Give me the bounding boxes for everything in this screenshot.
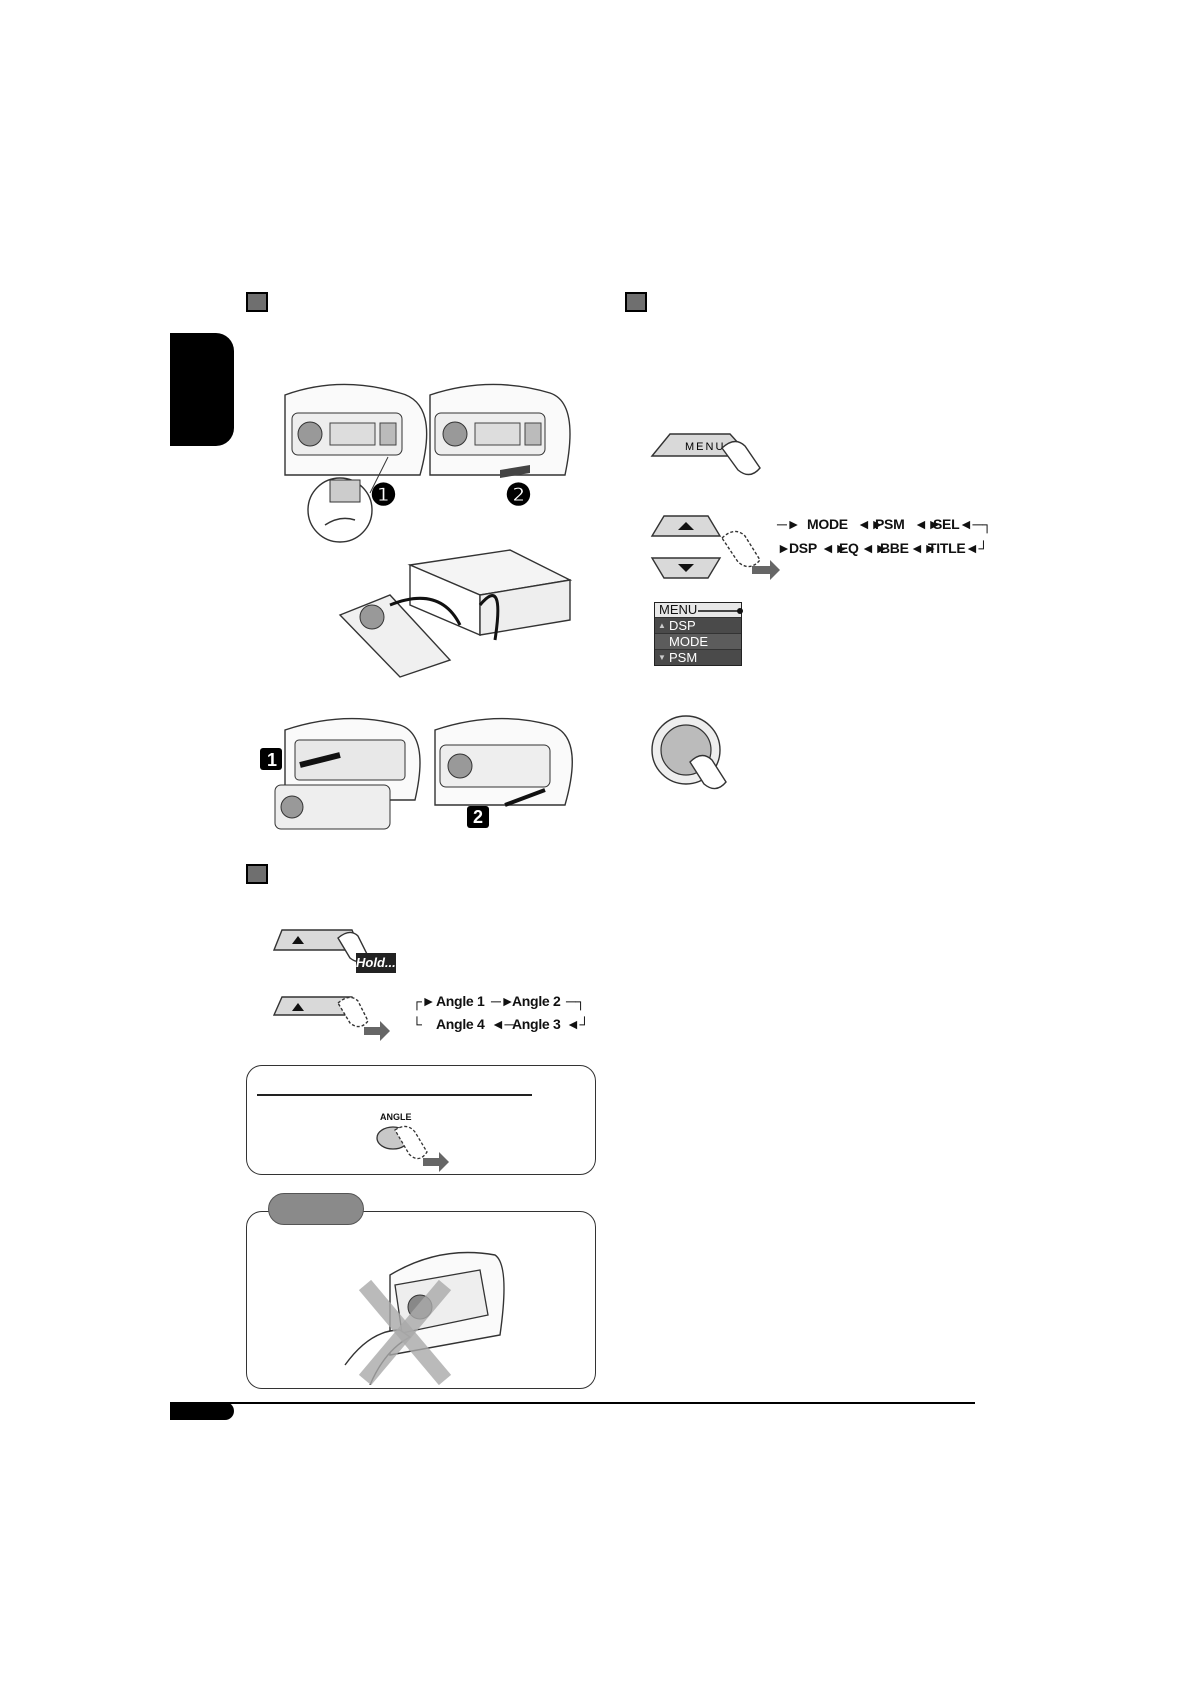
- attach-step-2-label: 2: [473, 807, 483, 827]
- seq-dsp: DSP: [789, 540, 817, 556]
- seq-title: TITLE: [928, 540, 966, 556]
- caution-label-pill: [268, 1193, 364, 1225]
- control-dial-illustration: [651, 715, 727, 790]
- menu-callout-line: [698, 608, 743, 614]
- seq-mode: MODE: [807, 516, 848, 532]
- caution-illustration: [344, 1251, 505, 1385]
- seq-sel: SEL: [933, 516, 960, 532]
- remote-angle-box: ANGLE: [246, 1065, 596, 1175]
- menu-display-item: ▼PSM: [655, 649, 741, 665]
- section-marker-detach: [246, 292, 268, 312]
- seq-psm: PSM: [875, 516, 905, 532]
- language-tab: [170, 333, 234, 446]
- attach-step-1-label: 1: [267, 750, 277, 770]
- box-rule: [257, 1094, 532, 1096]
- footer-rule: [170, 1402, 975, 1404]
- angle-2: Angle 2: [512, 993, 561, 1009]
- angle-button-label: ANGLE: [380, 1112, 412, 1122]
- menu-display-header: MENU: [655, 603, 741, 617]
- up-arrow-icon: [678, 522, 694, 530]
- seq-bbe: BBE: [880, 540, 909, 556]
- menu-button-label: MENU: [685, 441, 725, 453]
- step-2-label: ❷: [505, 479, 532, 512]
- carrying-case-illustration: [338, 549, 573, 678]
- seq-eq: EQ: [839, 540, 859, 556]
- detach-panel-illustration: ❶ ❷: [284, 383, 571, 543]
- angle-3: Angle 3: [512, 1016, 561, 1032]
- angle-button-press: [376, 1125, 449, 1172]
- page-number-tab: [170, 1402, 234, 1420]
- down-arrow-icon: [678, 564, 694, 572]
- up-down-buttons: [650, 515, 780, 580]
- angle-4: Angle 4: [436, 1016, 485, 1032]
- menu-button-illustration: MENU: [650, 433, 761, 476]
- section-marker-menu: [625, 292, 647, 312]
- menu-display: MENU ▲DSP MODE ▼PSM: [654, 602, 742, 666]
- section-marker-angle: [246, 864, 268, 884]
- hold-label: Hold....: [356, 953, 399, 973]
- eject-button-press: [272, 996, 390, 1041]
- menu-display-item-selected: MODE: [655, 633, 741, 649]
- step-1-label: ❶: [370, 479, 397, 512]
- angle-1: Angle 1: [436, 993, 485, 1009]
- attach-panel-illustration: 1 2: [260, 717, 573, 830]
- menu-display-item: ▲DSP: [655, 617, 741, 633]
